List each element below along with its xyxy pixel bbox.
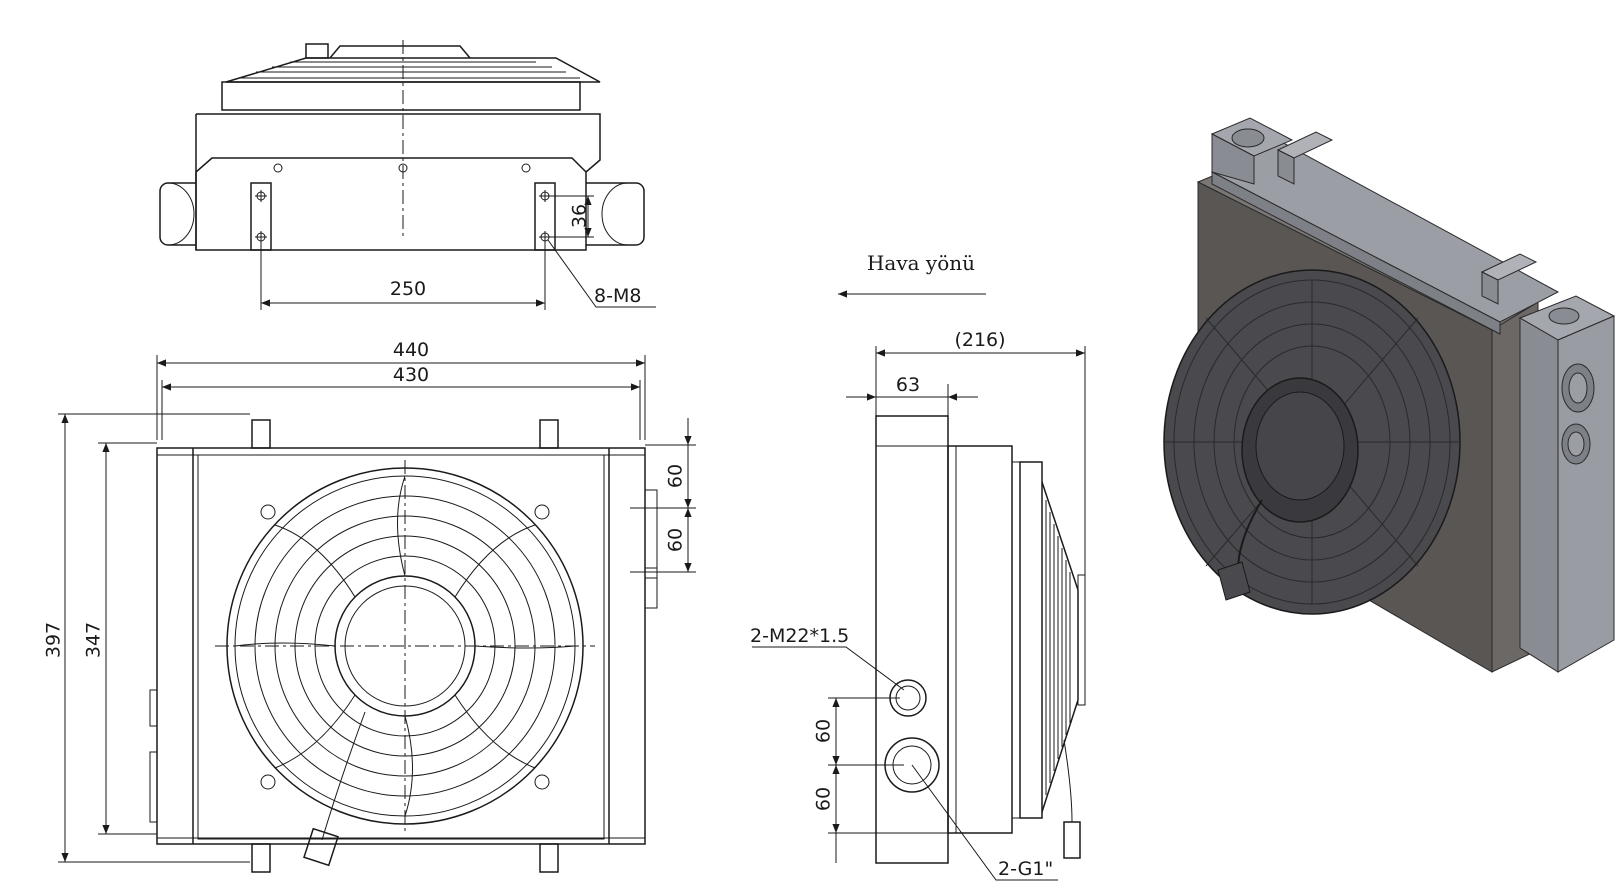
dim-side-60-a: 60 (813, 719, 835, 743)
dim-397: 397 (43, 622, 65, 658)
side-view: Hava yönü (2 (750, 251, 1086, 881)
callout-g1: 2-G1" (998, 858, 1053, 880)
top-view: 36 250 8-M8 (159, 40, 656, 310)
callout-m22: 2-M22*1.5 (750, 625, 849, 647)
dim-front-60-a: 60 (665, 464, 687, 488)
dim-63: 63 (896, 374, 920, 396)
dim-347: 347 (83, 622, 105, 658)
dim-430: 430 (393, 364, 429, 386)
dim-top-250: 250 (390, 278, 426, 300)
dim-side-60-b: 60 (813, 787, 835, 811)
dim-top-36: 36 (569, 204, 591, 228)
isometric-render (1163, 117, 1616, 673)
callout-8-m8: 8-M8 (594, 285, 641, 307)
dim-440: 440 (393, 339, 429, 361)
airflow-label: Hava yönü (867, 251, 975, 275)
dim-216: (216) (954, 329, 1005, 351)
front-view: 440 430 397 347 60 60 (43, 339, 696, 873)
dim-front-60-b: 60 (665, 528, 687, 552)
